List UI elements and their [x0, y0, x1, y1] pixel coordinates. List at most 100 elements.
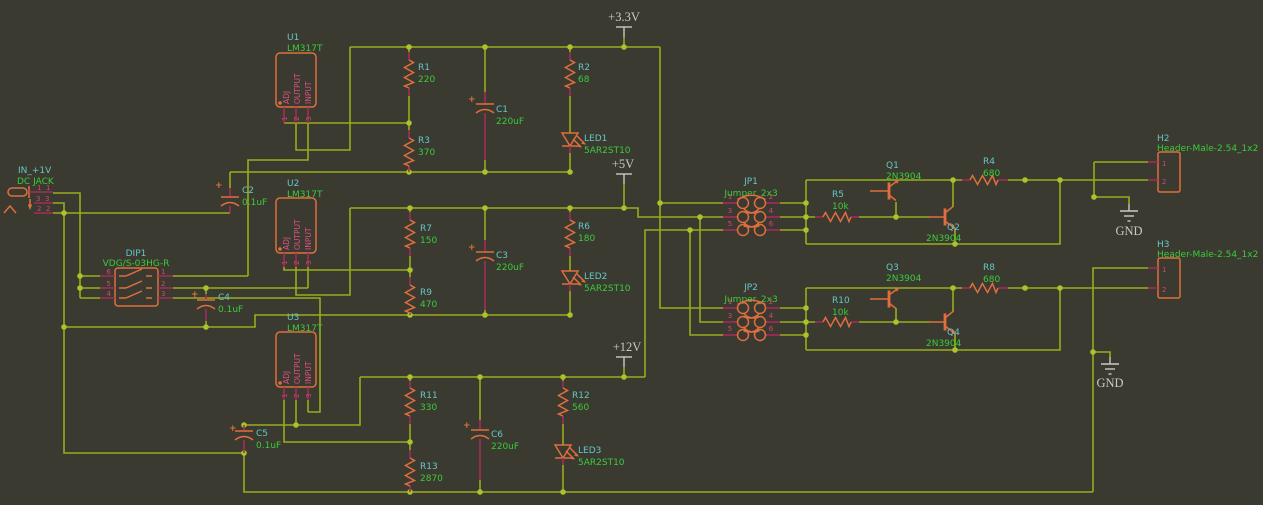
dip-pin2: 2 — [161, 280, 165, 288]
dip-value: VDG/S-03HG-R — [103, 259, 170, 269]
svg-text:2: 2 — [293, 117, 301, 121]
component-u2[interactable]: U2 LM317T ADJ OUTPUT INPUT 1 2 3 — [275, 179, 323, 267]
svg-text:2: 2 — [769, 298, 773, 306]
svg-text:ADJ: ADJ — [282, 371, 291, 384]
component-r8[interactable]: R8 680 — [962, 263, 1008, 294]
svg-text:+: + — [468, 243, 476, 253]
svg-text:R11: R11 — [420, 391, 438, 401]
svg-text:+: + — [215, 181, 223, 191]
svg-text:470: 470 — [420, 300, 437, 310]
svg-text:INPUT: INPUT — [304, 227, 313, 250]
component-c6[interactable]: + C6 220uF — [463, 420, 519, 480]
svg-text:1: 1 — [728, 298, 732, 306]
svg-text:4: 4 — [769, 312, 774, 320]
component-q4[interactable]: Q4 2N3904 — [926, 310, 962, 350]
jack-ref: IN_+1V — [18, 166, 52, 176]
component-r12[interactable]: R12 560 — [557, 381, 590, 424]
u1-ref: U1 — [287, 33, 299, 43]
svg-text:220uF: 220uF — [491, 442, 519, 452]
dip-pin4: 4 — [107, 290, 112, 298]
component-r10[interactable]: R10 10k — [815, 296, 859, 328]
component-h3[interactable]: H3 Header-Male-2.54_1x2 1 2 — [1148, 240, 1258, 299]
svg-text:3: 3 — [728, 207, 732, 215]
svg-text:1: 1 — [1162, 266, 1166, 274]
svg-text:R9: R9 — [420, 288, 432, 298]
svg-text:560: 560 — [572, 403, 589, 413]
component-r7[interactable]: R7 150 — [404, 212, 438, 256]
component-r11[interactable]: R11 330 — [404, 381, 438, 424]
component-r2[interactable]: R2 68 — [564, 52, 590, 96]
component-led2[interactable]: LED2 5AR2ST10 — [561, 270, 631, 294]
power-flag-5v[interactable]: +5V — [612, 157, 634, 184]
jack-pin3b: 3 — [45, 195, 49, 203]
svg-text:R1: R1 — [418, 63, 430, 73]
svg-text:+: + — [191, 290, 199, 300]
component-c2[interactable]: + C2 0.1uF — [215, 181, 267, 213]
svg-text:0.1uF: 0.1uF — [256, 441, 281, 451]
power-label-3v3: +3.3V — [608, 10, 640, 24]
component-r1[interactable]: R1 220 — [403, 52, 436, 96]
svg-text:Q3: Q3 — [886, 263, 899, 273]
u2-ref: U2 — [287, 179, 299, 189]
dip-pin3: 3 — [161, 290, 165, 298]
gnd-symbol-h3[interactable]: GND — [1096, 357, 1124, 390]
svg-text:Jumper_2x3: Jumper_2x3 — [723, 189, 777, 199]
svg-text:+: + — [468, 95, 476, 105]
component-dip1[interactable]: DIP1 VDG/S-03HG-R 6 5 4 1 2 3 — [100, 249, 173, 307]
component-h2[interactable]: H2 Header-Male-2.54_1x2 1 2 — [1148, 134, 1258, 193]
component-c1[interactable]: + C1 220uF — [468, 92, 524, 160]
svg-text:5AR2ST10: 5AR2ST10 — [578, 458, 625, 468]
component-u1[interactable]: U1 LM317T ADJ OUTPUT INPUT 1 2 3 — [275, 33, 323, 123]
component-c3[interactable]: + C3 220uF — [468, 240, 524, 310]
jack-pin2b: 2 — [46, 205, 50, 213]
component-q2[interactable]: Q2 2N3904 — [926, 205, 962, 245]
jack-value: DC JACK — [17, 177, 55, 187]
component-jp1[interactable]: JP1 Jumper_2x3 1 2 3 4 5 6 — [722, 177, 781, 237]
component-r4[interactable]: R4 680 — [962, 157, 1008, 186]
component-r5[interactable]: R5 10k — [815, 190, 859, 223]
power-flag-12v[interactable]: +12V — [613, 340, 642, 367]
svg-text:R6: R6 — [578, 222, 590, 232]
component-r3[interactable]: R3 370 — [403, 130, 436, 172]
component-q3[interactable]: Q3 2N3904 — [868, 263, 922, 310]
jack-pin1: 1 — [37, 184, 41, 192]
component-c5[interactable]: + C5 0.1uF — [229, 424, 281, 453]
jack-pin2: 2 — [37, 205, 41, 213]
component-led3[interactable]: LED3 5AR2ST10 — [554, 444, 625, 468]
gnd-symbol-h2[interactable]: GND — [1115, 204, 1143, 238]
svg-text:370: 370 — [418, 148, 435, 158]
component-c4[interactable]: + C4 0.1uF — [191, 290, 243, 321]
u1-pin-output: OUTPUT — [293, 73, 302, 104]
svg-text:H2: H2 — [1157, 134, 1170, 144]
component-r9[interactable]: R9 470 — [404, 277, 438, 315]
svg-text:2: 2 — [1162, 178, 1166, 186]
junction-dots — [61, 44, 1097, 495]
power-flag-3v3[interactable]: +3.3V — [608, 10, 640, 37]
svg-text:2: 2 — [293, 261, 301, 265]
u1-pin-adj: ADJ — [282, 91, 291, 104]
component-q1[interactable]: Q1 2N3904 — [868, 161, 922, 202]
component-dc-jack[interactable]: IN_+1V DC JACK 1 1 3 3 2 2 — [3, 166, 55, 214]
svg-text:2N3904: 2N3904 — [886, 274, 922, 284]
svg-text:LED1: LED1 — [584, 134, 607, 144]
dip-pin6: 6 — [107, 268, 112, 276]
component-r6[interactable]: R6 180 — [564, 212, 596, 256]
svg-text:+: + — [229, 424, 237, 434]
svg-text:1: 1 — [281, 394, 289, 398]
power-label-5v: +5V — [612, 157, 634, 171]
svg-text:150: 150 — [420, 236, 437, 246]
svg-text:R8: R8 — [983, 263, 995, 273]
svg-text:68: 68 — [578, 75, 590, 85]
power-label-12v: +12V — [613, 340, 642, 354]
svg-text:C3: C3 — [496, 251, 508, 261]
component-r13[interactable]: R13 2870 — [404, 450, 444, 492]
svg-text:1: 1 — [281, 117, 289, 121]
component-led1[interactable]: LED1 5AR2ST10 — [561, 132, 631, 156]
component-u3[interactable]: U3 LM317T ADJ OUTPUT INPUT 1 2 3 — [275, 313, 323, 400]
component-jp2[interactable]: JP2 Jumper_2x3 1 2 3 4 5 6 — [722, 283, 781, 342]
svg-text:6: 6 — [769, 325, 774, 333]
svg-text:R5: R5 — [832, 190, 844, 200]
svg-text:LED2: LED2 — [584, 272, 607, 282]
u3-ref: U3 — [287, 313, 299, 323]
